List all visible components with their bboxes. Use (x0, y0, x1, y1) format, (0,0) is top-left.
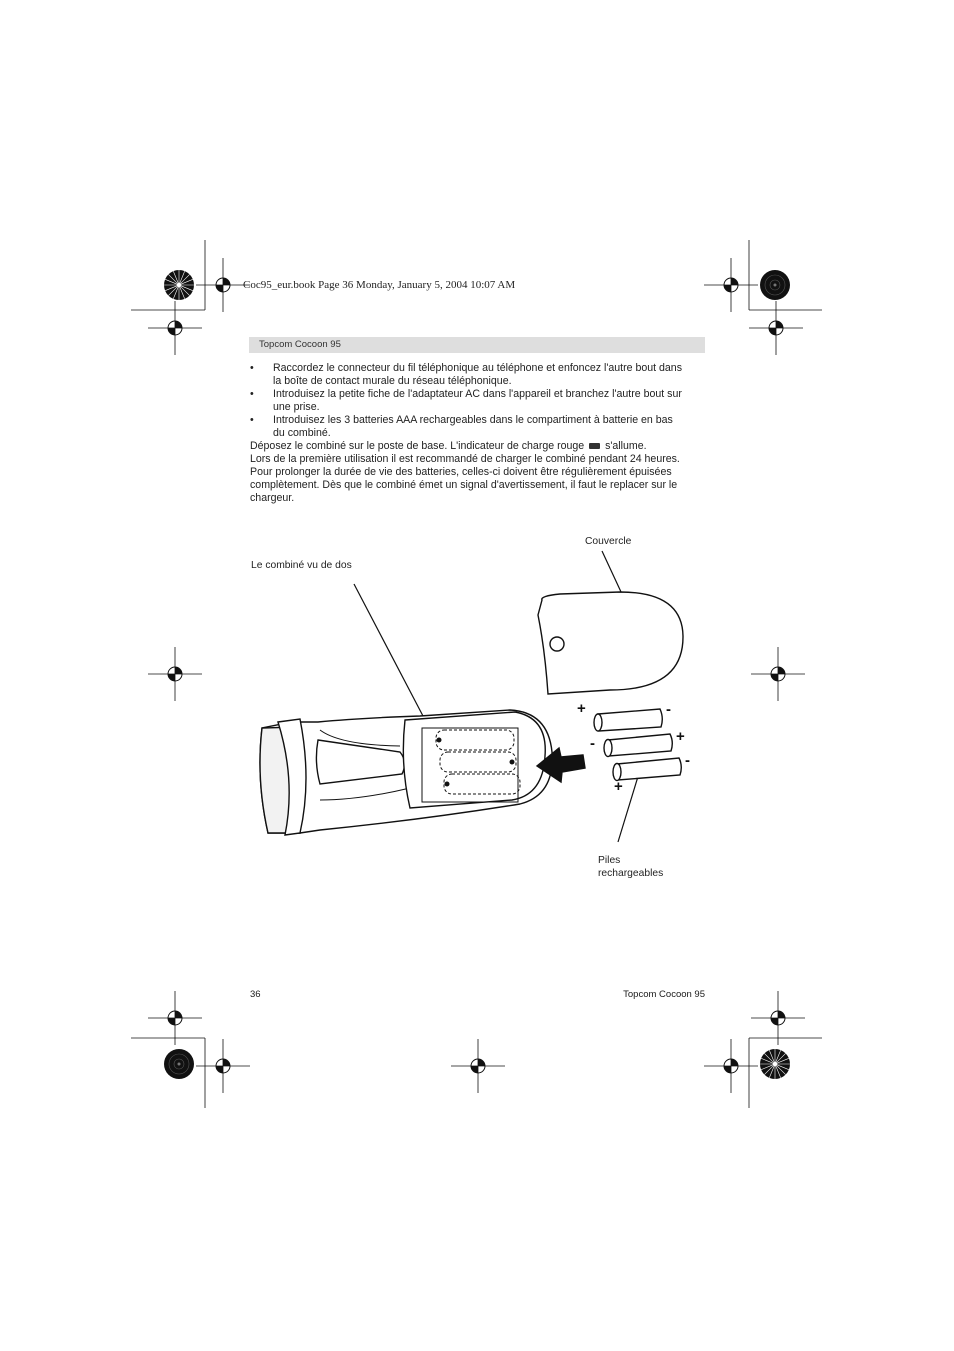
bullet-2-line-1: Introduisez la petite fiche de l'adaptat… (273, 388, 682, 400)
paragraph-line-4: complètement. Dès que le combiné émet un… (250, 479, 678, 491)
bullet-marker: • (250, 388, 254, 400)
bullet-3-line-1: Introduisez les 3 batteries AAA recharge… (273, 414, 673, 426)
paragraph-line-1-end: s'allume. (605, 440, 647, 452)
bullet-3-line-2: du combiné. (273, 427, 331, 439)
bullet-2-line-2: une prise. (273, 401, 320, 413)
inner-battery (443, 773, 521, 795)
inner-battery (439, 751, 517, 773)
minus-sign: - (685, 752, 690, 769)
battery-charge-icon (589, 443, 601, 450)
bullet-marker: • (250, 414, 254, 426)
paragraph-line-1-start: Déposez le combiné sur le poste de base.… (250, 440, 585, 452)
print-mark-line: Coc95_eur.book Page 36 Monday, January 5… (243, 279, 516, 291)
header-title: Topcom Cocoon 95 (259, 339, 341, 350)
minus-sign: - (666, 701, 671, 718)
plus-sign: + (577, 700, 586, 717)
bullet-1-line-1: Raccordez le connecteur du fil téléphoni… (273, 362, 682, 374)
battery-compartment (402, 711, 546, 809)
leader-batteries (617, 769, 641, 843)
bullet-marker: • (250, 362, 254, 374)
paragraph-line-2: Lors de la première utilisation il est r… (250, 453, 680, 465)
minus-sign: - (590, 735, 595, 752)
battery-2 (603, 733, 673, 758)
bullet-1-line-2: la boîte de contact murale du réseau tél… (273, 375, 512, 387)
paragraph-line-1: Déposez le combiné sur le poste de base.… (250, 440, 706, 453)
paragraph-line-3: Pour prolonger la durée de vie des batte… (250, 466, 672, 478)
plus-sign: + (676, 728, 685, 745)
leader-handset (353, 583, 424, 717)
insert-arrow (535, 746, 586, 784)
plus-sign: + (614, 778, 623, 795)
battery-3 (612, 757, 682, 782)
inner-battery (435, 729, 515, 751)
cover-hole (549, 636, 565, 652)
battery-cover (537, 591, 684, 695)
handset-strap (277, 718, 307, 836)
battery-1 (593, 708, 663, 732)
footer-page-number: 36 (250, 989, 261, 1000)
header-bar (249, 337, 705, 353)
compartment-frame (421, 727, 519, 803)
handset-groove (315, 739, 406, 785)
paragraph-line-5: chargeur. (250, 492, 295, 504)
footer-product-name: Topcom Cocoon 95 (623, 989, 705, 1000)
label-batteries-2: rechargeables (598, 868, 664, 879)
label-batteries-1: Piles (598, 855, 621, 866)
label-cover: Couvercle (585, 536, 632, 547)
label-handset-back: Le combiné vu de dos (251, 560, 352, 571)
